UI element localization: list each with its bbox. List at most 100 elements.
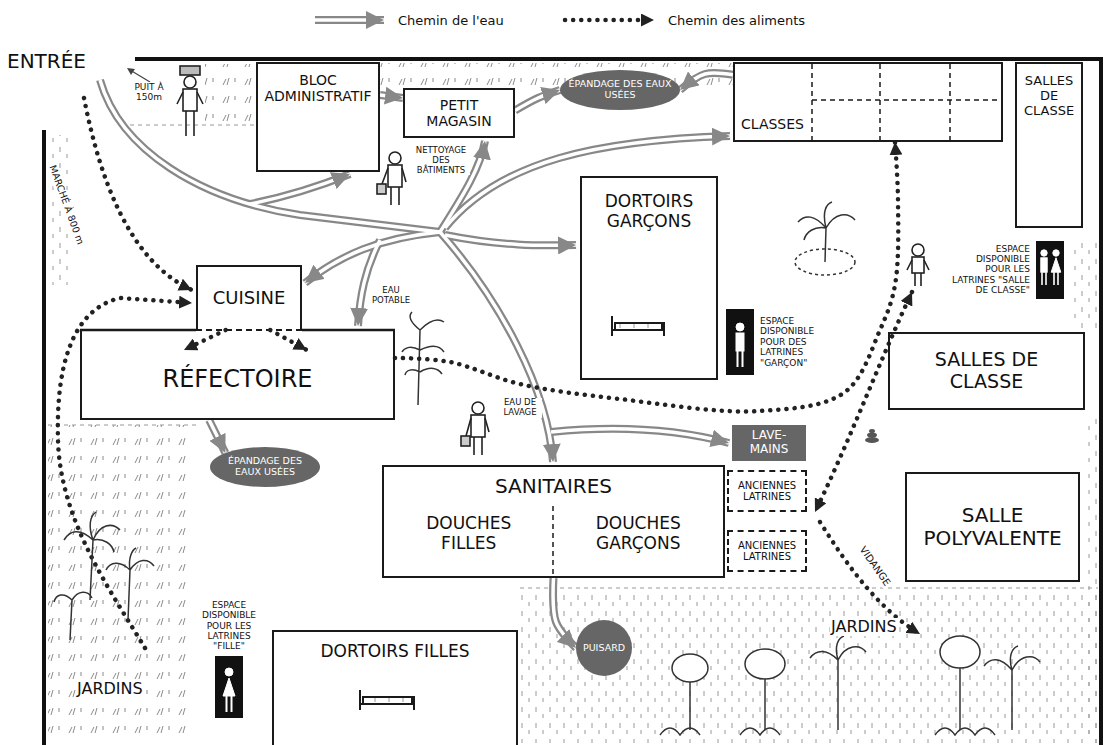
icon-legs — [738, 351, 743, 367]
ground-texture — [1070, 240, 1098, 328]
food-path — [58, 98, 920, 648]
plants — [798, 202, 855, 262]
trees — [959, 664, 961, 730]
water-path — [358, 240, 380, 326]
legend-entry: Chemin de l'eau — [312, 8, 504, 32]
entrance-label: ENTRÉE — [6, 50, 87, 73]
note-label: EAU POTABLE — [368, 286, 414, 306]
site-wall — [44, 59, 1101, 745]
icon-body — [223, 678, 235, 696]
ground-texture — [48, 425, 188, 743]
water-line-outer — [380, 95, 403, 98]
handwash-box: LAVE-MAINS — [732, 425, 806, 461]
trees — [764, 676, 766, 730]
food-line — [270, 330, 307, 350]
ground-texture — [205, 64, 253, 124]
water-connector — [209, 420, 225, 453]
water-path — [250, 174, 350, 204]
building-box: PETIT MAGASIN — [403, 88, 515, 138]
node-title: ÉPANDAGE DES EAUX USÉES — [214, 456, 316, 478]
people — [183, 89, 197, 111]
water-line-inner — [209, 420, 225, 453]
water-line-outer — [515, 90, 560, 111]
legend-text: Chemin de l'eau — [398, 13, 504, 28]
people — [907, 260, 929, 286]
node-title: ESPACE DISPONIBLE POUR LES LATRINES "SAL… — [950, 244, 1030, 296]
water-line-outer — [680, 73, 733, 90]
arrow-head — [515, 90, 560, 111]
water-path — [250, 174, 350, 204]
trees — [672, 654, 708, 682]
trees — [689, 678, 691, 730]
plants — [54, 202, 855, 640]
soakaway-circle: PUISARD — [576, 620, 632, 676]
icon-body — [1051, 257, 1061, 271]
node-title: DORTOIRS FILLES — [320, 642, 469, 662]
latrine-icon — [726, 309, 754, 375]
excrement-icon — [869, 429, 875, 433]
dormitory-box: DORTOIRS GARÇONS — [580, 176, 718, 380]
building-box: SALLE POLYVALENTE — [905, 472, 1080, 582]
plants — [106, 548, 154, 620]
water-line-inner — [680, 73, 733, 90]
node-title: ESPACE DISPONIBLE POUR DES LATRINES "GAR… — [760, 316, 824, 368]
water-connector — [380, 95, 403, 98]
well-arrow — [127, 68, 135, 75]
bed-icon — [612, 316, 664, 336]
building-details — [552, 506, 554, 576]
food-path — [815, 292, 912, 512]
ground-texture — [378, 63, 733, 87]
dining-hall-box: RÉFECTOIRE — [80, 330, 395, 420]
people — [377, 184, 386, 194]
old-latrine-box: ANCIENNES LATRINES — [727, 530, 807, 572]
boy-icon — [736, 323, 744, 367]
water-line-outer — [315, 16, 384, 24]
building-details — [812, 64, 1001, 140]
icon-legs — [1042, 272, 1046, 285]
arrow-head — [209, 420, 225, 453]
icon-body — [1041, 257, 1047, 271]
sanitary-block: SANITAIRESDOUCHES FILLESDOUCHES GARÇONS — [382, 465, 725, 578]
well-arrow — [127, 68, 150, 82]
water-path — [440, 232, 553, 462]
water-path — [440, 232, 553, 462]
water-line-inner — [553, 578, 576, 648]
trees — [940, 636, 980, 668]
water-path — [100, 80, 730, 462]
node-text: DOUCHES GARÇONS — [554, 514, 724, 553]
water-path — [100, 80, 730, 462]
latrine-icon-figure — [726, 309, 754, 375]
people — [388, 165, 402, 187]
water-line-inner — [380, 95, 403, 98]
ground-texture — [520, 590, 1098, 743]
water-legend-sample — [312, 8, 388, 32]
people — [472, 402, 484, 414]
shape-fill — [210, 447, 320, 487]
food-line — [395, 142, 898, 411]
ground-texture — [48, 63, 1098, 743]
water-path — [440, 232, 553, 462]
icon-legs — [227, 696, 232, 712]
note-label: EAU DE LAVAGE — [498, 398, 542, 418]
arrow-head — [680, 73, 733, 90]
node-title: ESPACE DISPONIBLE POUR LES LATRINES "FIL… — [191, 600, 267, 652]
note-label: NETTOYAGE DES BÂTIMENTS — [412, 146, 470, 175]
girl-icon — [1051, 249, 1061, 284]
water-path — [100, 80, 730, 462]
water-path — [445, 235, 576, 245]
building-box: SALLES DE CLASSE — [888, 332, 1085, 410]
node-title: ANCIENNES LATRINES — [732, 480, 802, 503]
people — [912, 257, 924, 273]
wastewater-ellipse: ÉPANDAGE DES EAUX USÉES — [210, 447, 320, 487]
node-title: SALLES DE CLASSE — [920, 349, 1053, 393]
shape-fill — [560, 70, 680, 110]
water-line-inner — [315, 18, 384, 22]
icon-head — [1053, 249, 1059, 255]
latrine-space: ESPACE DISPONIBLE POUR LES LATRINES "SAL… — [950, 232, 1068, 307]
icon-body — [736, 333, 744, 351]
node-title: BLOC ADMINISTRATIF — [262, 72, 374, 104]
food-line — [565, 18, 654, 23]
